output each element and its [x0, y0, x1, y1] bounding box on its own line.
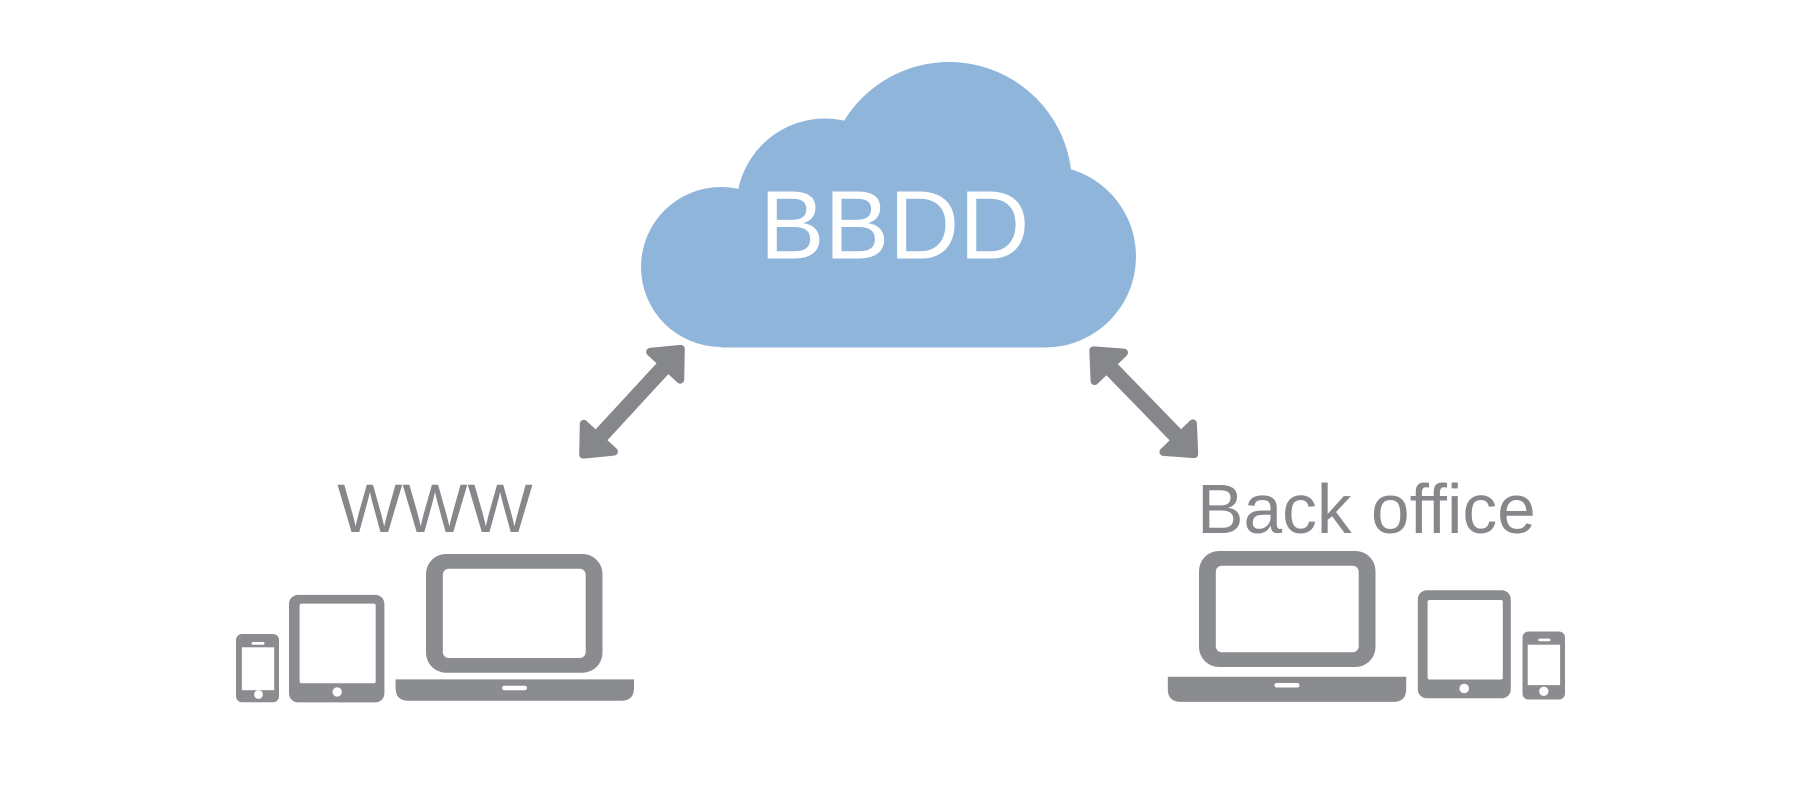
svg-text:Back office: Back office: [1197, 470, 1536, 548]
svg-text:WWW: WWW: [337, 470, 532, 547]
svg-text:BBDD: BBDD: [760, 171, 1030, 280]
